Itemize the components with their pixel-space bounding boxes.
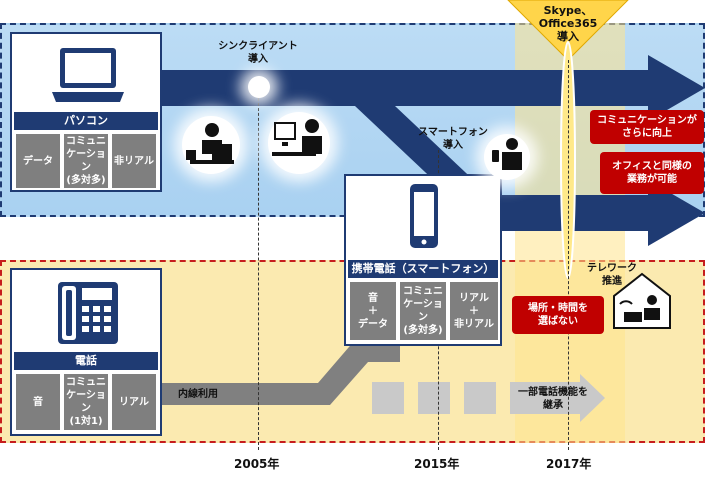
pc-cell-communication: コミュニ ケーション (多対多) (64, 134, 108, 188)
thin-client-label: シンクライアント 導入 (218, 41, 298, 65)
callout-place-time: 場所・時間を 選ばない (512, 296, 604, 334)
thin-client-marker (248, 76, 270, 98)
smartphone-card: 携帯電話（スマートフォン） 音 ＋ データ コミュニ ケーション (多対多) リ… (344, 174, 502, 346)
pc-card: パソコン データ コミュニ ケーション (多対多) 非リアル (10, 32, 162, 192)
pc-cell-nonrealtime: 非リアル (112, 134, 156, 188)
smartphone-card-title: 携帯電話（スマートフォン） (348, 260, 498, 278)
callout-office-same: オフィスと同様の 業務が可能 (600, 152, 704, 194)
laptop-icon (52, 48, 124, 102)
home-telework-icon (613, 272, 671, 329)
smartphone-cell-sound-data: 音 ＋ データ (350, 282, 396, 340)
year-line-2005 (258, 88, 259, 450)
phone-card: 電話 音 コミュニ ケーション (1対1) リアル (10, 268, 162, 436)
mobile-worker-icon (484, 134, 530, 180)
skype-marker (507, 0, 629, 61)
phone-cell-realtime: リアル (112, 374, 156, 430)
smartphone-icon (410, 184, 438, 248)
desktop-worker-icon (182, 116, 240, 174)
smartphone-intro-label: スマートフォン 導入 (418, 127, 488, 151)
year-2005: 2005年 (234, 457, 280, 471)
phone-path (160, 340, 400, 405)
smartphone-cell-real-nonreal: リアル ＋ 非リアル (450, 282, 498, 340)
phone-card-title: 電話 (14, 352, 158, 370)
extension-label: 内線利用 (178, 389, 218, 400)
year-line-2017 (568, 60, 569, 450)
pc-cell-data: データ (16, 134, 60, 188)
phone-cell-sound: 音 (16, 374, 60, 430)
year-2017: 2017年 (546, 457, 592, 471)
skype-label: Skype、 Office365 導入 (538, 4, 598, 43)
meeting-worker-icon (268, 112, 330, 174)
pc-card-title: パソコン (14, 112, 158, 130)
desk-phone-icon (58, 282, 118, 344)
phone-cell-communication: コミュニ ケーション (1対1) (64, 374, 108, 430)
phone-fade-box-1 (372, 382, 404, 414)
phone-fade-box-3 (464, 382, 496, 414)
callout-comm-improve: コミュニケーションが さらに向上 (590, 110, 704, 144)
year-2015: 2015年 (414, 457, 460, 471)
partial-phone-label: 一部電話機能を 継承 (518, 387, 588, 411)
mobile-arrow (500, 180, 705, 246)
telework-label: テレワーク 推進 (587, 263, 637, 287)
phone-fade-box-2 (418, 382, 450, 414)
phone-fade-arrow (510, 374, 605, 422)
smartphone-cell-communication: コミュニ ケーション (多対多) (400, 282, 446, 340)
